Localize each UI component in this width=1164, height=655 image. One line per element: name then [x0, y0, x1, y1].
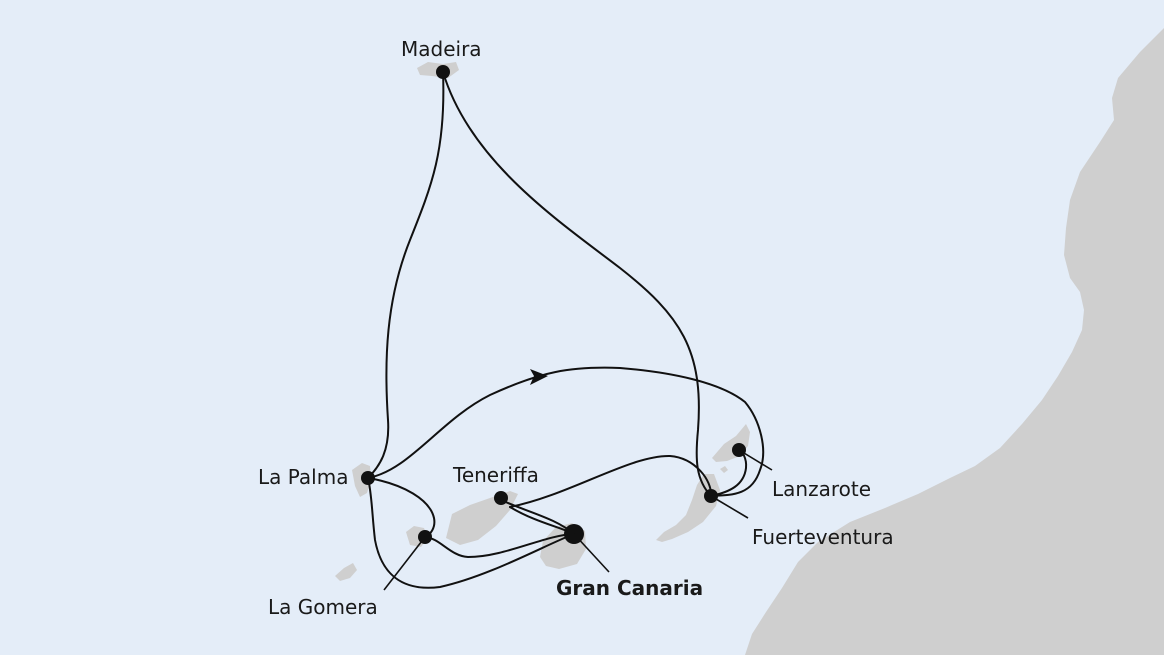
label-fuerteventura: Fuerteventura [752, 525, 894, 549]
route-segment [509, 454, 713, 508]
island-lobos [720, 466, 728, 473]
route-segment [367, 366, 765, 497]
label-madeira: Madeira [401, 37, 482, 61]
africa-coastline [745, 28, 1164, 655]
port-dot-la-palma[interactable] [361, 471, 375, 485]
label-gran-canaria: Gran Canaria [556, 576, 703, 600]
route-segment [367, 71, 445, 479]
label-la-gomera: La Gomera [268, 595, 378, 619]
island-fuerteventura [656, 474, 720, 542]
port-dot-teneriffa[interactable] [494, 491, 508, 505]
port-dot-madeira[interactable] [436, 65, 450, 79]
leader-line-fuerteventura [710, 495, 749, 519]
island-el-hierro [335, 563, 357, 581]
label-lanzarote: Lanzarote [772, 477, 871, 501]
leader-line-lanzarote [738, 449, 773, 471]
route-segment [367, 477, 575, 589]
leader-line-gran-canaria [573, 533, 610, 573]
label-la-palma: La Palma [258, 465, 348, 489]
route-segment [424, 533, 575, 558]
arrow-icon [530, 369, 548, 385]
route-segment [442, 71, 712, 497]
leader-line-la-gomera [383, 536, 426, 591]
cruise-route [367, 71, 765, 589]
label-teneriffa: Teneriffa [452, 463, 539, 487]
